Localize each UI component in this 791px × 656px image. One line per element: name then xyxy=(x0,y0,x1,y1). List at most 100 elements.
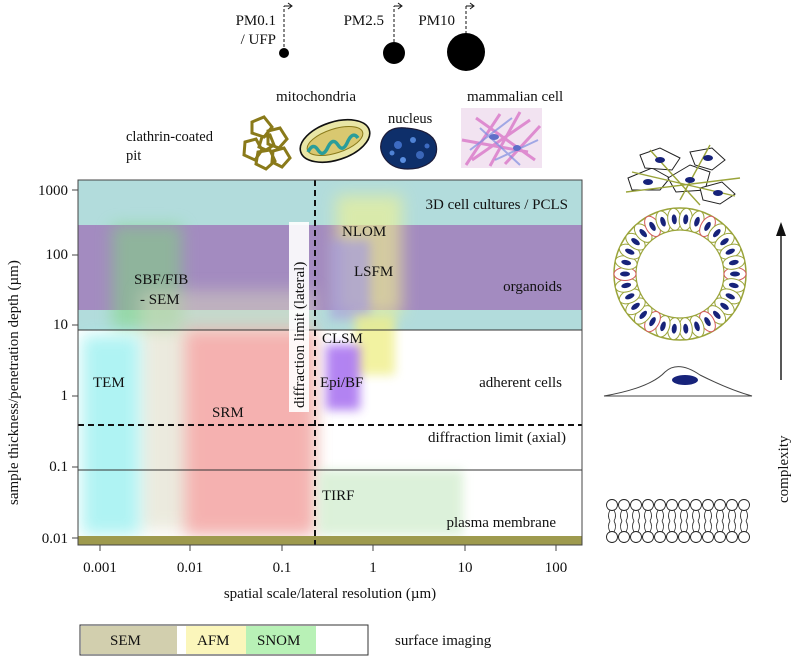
organoid-nucleus xyxy=(625,248,635,255)
region-epi xyxy=(326,345,360,410)
lipid-tail xyxy=(644,509,652,522)
lipid-head xyxy=(654,499,666,511)
y-tick-label: 10 xyxy=(53,317,68,333)
adherent-cell-icon xyxy=(603,366,753,397)
band-label-cultures: 3D cell cultures / PCLS xyxy=(426,197,569,213)
x-tick-label: 100 xyxy=(545,560,568,576)
organoid-nucleus xyxy=(704,221,711,231)
organoid-nucleus xyxy=(725,248,735,255)
organoid-nucleus xyxy=(712,310,721,319)
organoid-nucleus xyxy=(720,238,729,246)
y-tick-label: 1 xyxy=(61,388,69,404)
lipid-head xyxy=(714,499,726,511)
lipid-tail xyxy=(740,509,748,522)
method-label-lsfm: LSFM xyxy=(354,264,393,280)
lipid-head xyxy=(666,499,678,511)
pm01-label: PM0.1 xyxy=(236,13,276,29)
method-label-srm: SRM xyxy=(212,405,244,421)
nucleus-icon xyxy=(380,127,438,170)
lipid-head xyxy=(678,531,690,543)
organoid-nucleus xyxy=(671,323,677,334)
legend-swatch-afm xyxy=(186,626,246,654)
lipid-tail xyxy=(668,520,676,533)
pm01-label2: / UFP xyxy=(241,32,276,48)
legend-label-snom: SNOM xyxy=(257,633,300,649)
region-clsm xyxy=(355,315,395,375)
lipid-head xyxy=(690,499,702,511)
plot-frame xyxy=(77,179,583,546)
surface-legend: SEM AFM SNOM surface imaging xyxy=(79,624,492,656)
lipid-head xyxy=(630,531,642,543)
organoid-nucleus xyxy=(621,282,632,289)
method-label-sbf-1: SBF/FIB xyxy=(134,272,188,288)
organoid-nucleus xyxy=(671,214,677,225)
lipid-tail xyxy=(656,509,664,522)
legend-swatch-snom xyxy=(246,626,316,654)
lipid-tail xyxy=(680,520,688,533)
lipid-tail xyxy=(620,509,628,522)
organoid-icon xyxy=(613,207,747,341)
lipid-tail xyxy=(728,520,736,533)
legend-label-sem: SEM xyxy=(110,633,141,649)
lipid-tail xyxy=(620,520,628,533)
method-label-sbf-2: - SEM xyxy=(140,292,180,308)
organoid-nucleus xyxy=(694,216,700,227)
lipid-tail xyxy=(692,509,700,522)
clathrin-pit-icon xyxy=(242,115,292,171)
lipid-head xyxy=(702,531,714,543)
lipid-head xyxy=(630,499,642,511)
organoid-nucleus xyxy=(621,259,632,266)
axial-limit-label: diffraction limit (axial) xyxy=(428,430,566,446)
organoid-nucleus xyxy=(694,321,700,332)
lipid-head xyxy=(654,531,666,543)
lipid-head xyxy=(642,499,654,511)
particle-pm01: PM0.1 / UFP xyxy=(236,2,293,58)
band-label-membrane: plasma membrane xyxy=(446,515,556,531)
lipid-head xyxy=(738,531,750,543)
organoid-nucleus xyxy=(660,216,666,227)
method-label-clsm: CLSM xyxy=(322,331,363,347)
x-axis: 0.001 0.01 0.1 1 10 100 xyxy=(83,545,567,576)
legend-caption: surface imaging xyxy=(395,633,492,649)
lipid-tail xyxy=(632,509,640,522)
lipid-tail xyxy=(728,509,736,522)
x-tick-label: 0.1 xyxy=(273,560,292,576)
legend-label-afm: AFM xyxy=(197,633,230,649)
lipid-head xyxy=(678,499,690,511)
band-label-organoids: organoids xyxy=(503,279,562,295)
lipid-head xyxy=(702,499,714,511)
lipid-head xyxy=(606,499,618,511)
organoid-nucleus xyxy=(639,229,648,238)
pm10-label: PM10 xyxy=(418,13,455,29)
region-tirf xyxy=(318,470,463,535)
lipid-tail xyxy=(704,509,712,522)
lipid-head xyxy=(726,499,738,511)
lipid-tail xyxy=(716,509,724,522)
pm10-dot xyxy=(447,33,485,71)
organoid-nucleus xyxy=(704,317,711,327)
organoid-nucleus xyxy=(660,321,666,332)
y-tick-label: 1000 xyxy=(38,183,68,199)
organoid-nucleus xyxy=(683,323,689,334)
organoid-nucleus xyxy=(625,293,635,300)
pm25-dot xyxy=(383,42,405,64)
lipid-head xyxy=(618,499,630,511)
organoid-nucleus xyxy=(712,229,721,238)
lipid-tail xyxy=(608,509,616,522)
lipid-head xyxy=(606,531,618,543)
method-label-tem: TEM xyxy=(93,375,125,391)
x-tick-label: 0.001 xyxy=(83,560,117,576)
organoid-nucleus xyxy=(725,293,735,300)
x-tick-label: 10 xyxy=(458,560,473,576)
y-tick-label: 0.1 xyxy=(49,459,68,475)
lipid-head xyxy=(690,531,702,543)
lateral-limit-label: diffraction limit (lateral) xyxy=(292,262,308,408)
x-tick-label: 1 xyxy=(369,560,377,576)
lipid-tail xyxy=(680,509,688,522)
region-tem xyxy=(82,335,140,535)
mitochondria-icon xyxy=(299,118,371,164)
y-axis: 1000 100 10 1 0.1 0.01 xyxy=(38,183,78,547)
lipid-tail xyxy=(632,520,640,533)
lipid-tail xyxy=(704,520,712,533)
lipid-tail xyxy=(656,520,664,533)
